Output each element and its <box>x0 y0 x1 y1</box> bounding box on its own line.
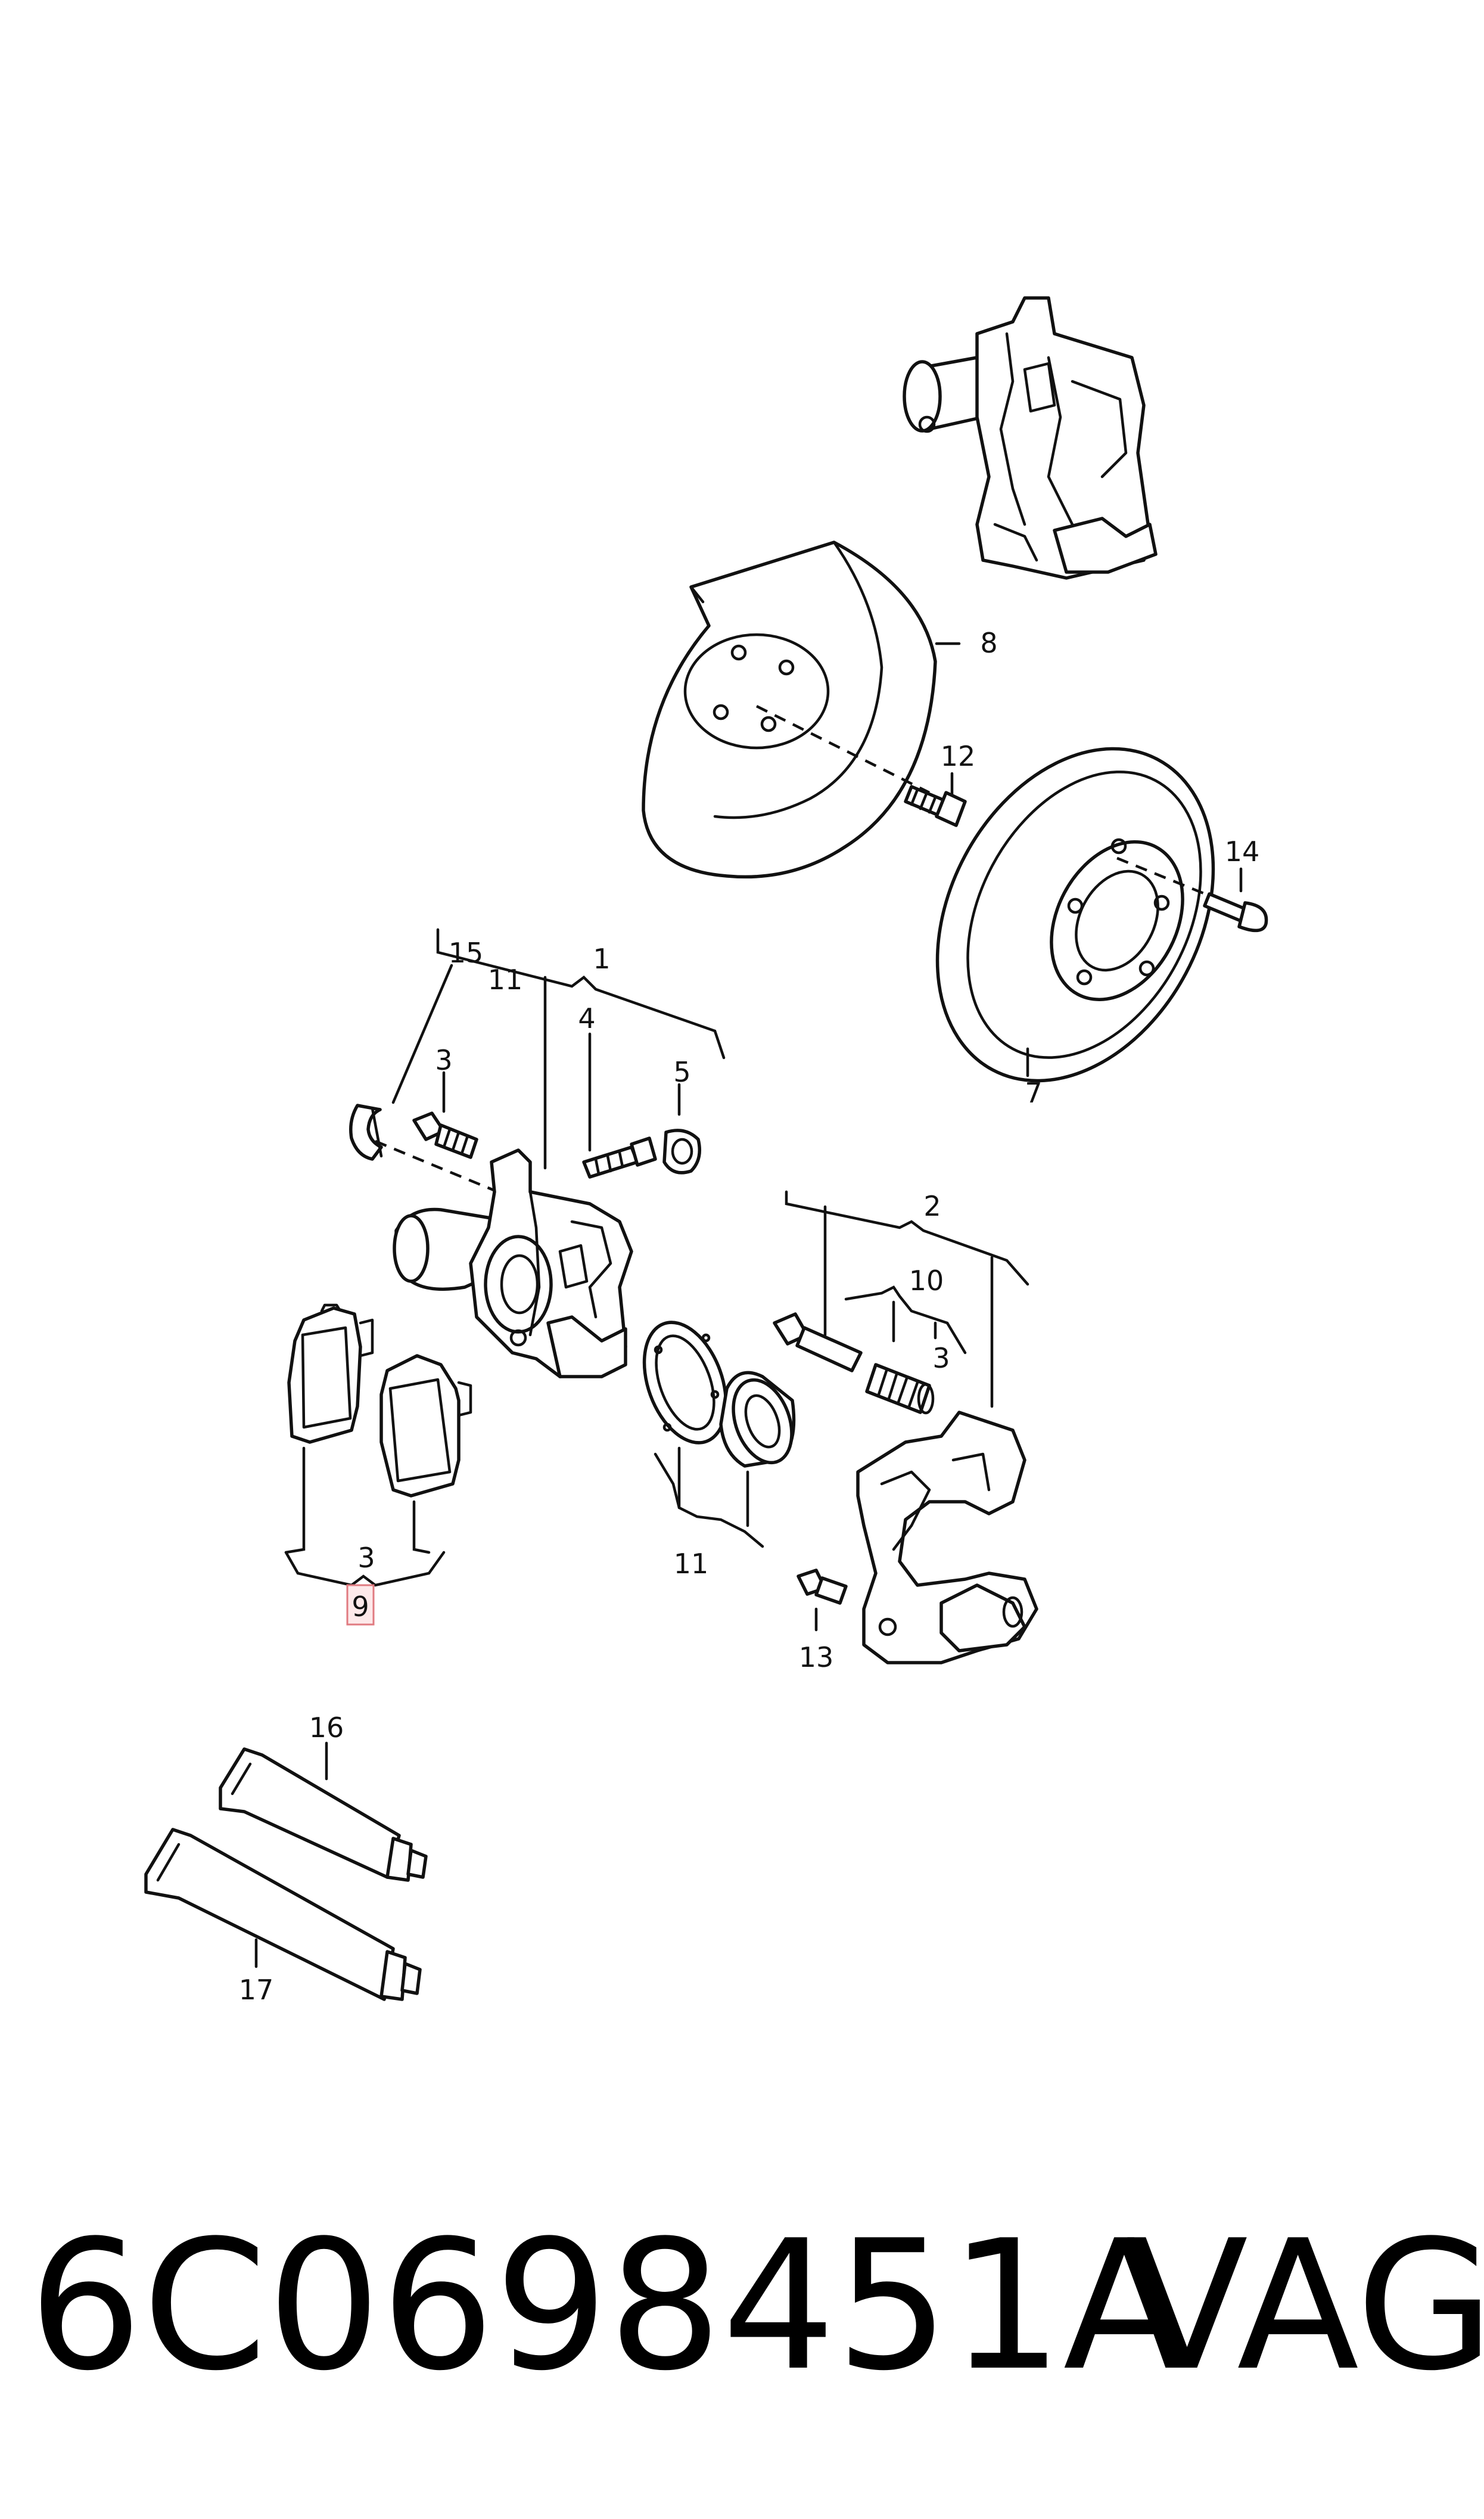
exploded-brake-diagram: 1 2 3 3 3 4 5 7 8 9 10 11 11 12 13 14 15… <box>144 296 1268 2006</box>
callout-10: 10 <box>909 1265 944 1297</box>
dust-cap-5 <box>662 1129 701 1175</box>
callout-4: 4 <box>578 1002 595 1035</box>
callout-12: 12 <box>941 740 976 772</box>
callout-16: 16 <box>309 1712 344 1744</box>
leader-pad-left <box>284 1446 306 1554</box>
callout-2: 2 <box>923 1190 941 1222</box>
bleed-valve-4 <box>582 1136 657 1179</box>
brake-disc <box>935 747 1215 1083</box>
caliper-assembly-top <box>903 296 1158 580</box>
brake-pad-left <box>287 1303 374 1444</box>
highlight-box-9 <box>346 1584 375 1626</box>
grease-tube-16 <box>219 1747 428 1882</box>
brake-caliper-housing <box>393 1148 633 1378</box>
brand-name: VAG <box>1126 2202 1484 2410</box>
guide-bolt-2 <box>773 1312 863 1372</box>
bracket-group-1 <box>436 928 726 1060</box>
caliper-carrier <box>856 1411 1038 1664</box>
callout-15: 15 <box>449 937 484 969</box>
bolt-12 <box>904 785 967 827</box>
callout-11-bottom: 11 <box>674 1548 709 1580</box>
callout-17: 17 <box>239 1974 274 2006</box>
callout-1: 1 <box>593 943 610 975</box>
callout-11-top: 11 <box>488 964 523 996</box>
callout-7: 7 <box>1025 1077 1042 1109</box>
callout-labels: 1 2 3 3 3 4 5 7 8 9 10 11 11 12 13 14 15… <box>239 627 1260 2006</box>
callout-5: 5 <box>673 1056 690 1088</box>
part-number: 6C0698451A <box>29 2202 1186 2410</box>
seal-ring-11 <box>642 1321 728 1445</box>
dash-line-clip <box>375 1139 513 1200</box>
bracket-group-2 <box>785 1190 1029 1286</box>
piston-seal-11 <box>719 1371 796 1468</box>
guide-bush-10 <box>865 1363 935 1415</box>
grease-tube-17 <box>144 1828 422 2001</box>
bracket-group-10 <box>844 1285 967 1355</box>
callout-9: 9 <box>351 1591 369 1623</box>
callout-14: 14 <box>1225 835 1260 868</box>
callout-13: 13 <box>799 1641 834 1673</box>
screw-14 <box>1203 892 1268 933</box>
callout-3-bush: 3 <box>932 1342 950 1374</box>
callout-8: 8 <box>980 627 997 659</box>
leader-15 <box>391 964 453 1104</box>
guide-clip-15 <box>349 1104 383 1161</box>
leader-pad-right <box>412 1500 431 1554</box>
dash-line-disc-screw <box>1116 856 1213 899</box>
bolt-13 <box>797 1568 848 1605</box>
splash-plate <box>642 541 937 879</box>
brake-pad-right <box>379 1354 472 1498</box>
callout-3-pads: 3 <box>357 1542 375 1574</box>
callout-3-guide-bolt: 3 <box>435 1044 452 1076</box>
bracket-group-11-bottom <box>654 1452 764 1548</box>
bracket-group-9 <box>284 1551 446 1587</box>
guide-bolt-3-top <box>412 1111 478 1159</box>
